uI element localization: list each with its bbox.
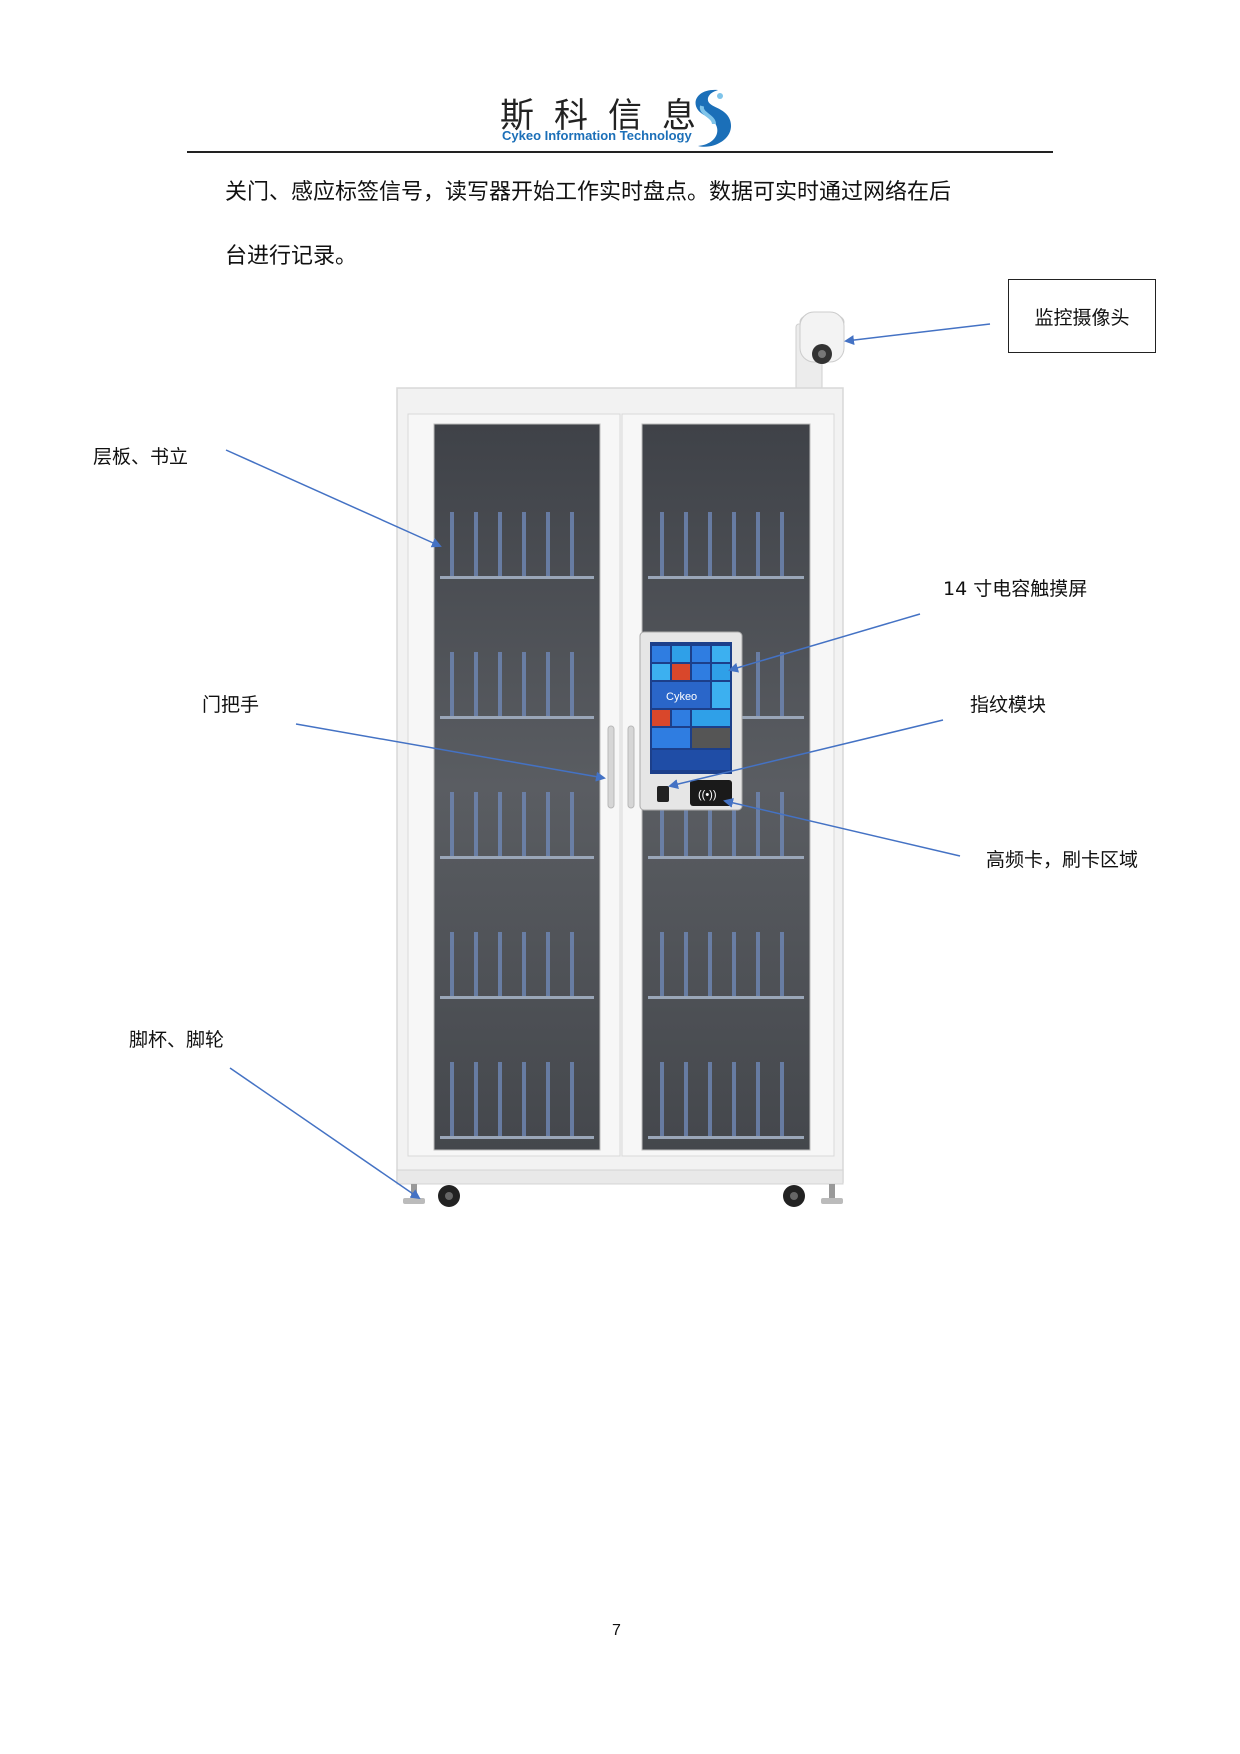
- card-callout-label: 高频卡，刷卡区域: [986, 849, 1139, 871]
- header-subtitle: Cykeo Information Technology: [502, 128, 692, 143]
- left-door-glass: [433, 423, 601, 1151]
- fingerprint-sensor-icon: [657, 786, 669, 802]
- camera-icon: [795, 311, 845, 393]
- caster-icon: [438, 1185, 805, 1207]
- screen-brand-text: Cykeo: [666, 691, 697, 703]
- touchscreen-callout-label: 14 寸电容触摸屏: [943, 578, 1088, 600]
- body-text-line-2: 台进行记录。: [225, 244, 358, 269]
- door-handle-right: [627, 725, 635, 809]
- touchscreen-panel: Cykeo ((•)): [639, 631, 743, 811]
- card-reader-icon: [690, 780, 732, 806]
- door-handle-left: [607, 725, 615, 809]
- page-number: 7: [612, 1622, 621, 1639]
- svg-text:((•)): ((•)): [698, 789, 717, 801]
- fingerprint-callout-label: 指纹模块: [970, 694, 1047, 716]
- shelf-callout-label: 层板、书立: [93, 446, 189, 468]
- handle-callout-label: 门把手: [202, 694, 260, 716]
- callout-arrows: [225, 323, 991, 1200]
- header-title: 斯科信息: [500, 96, 716, 136]
- cykeo-logo-icon: [695, 89, 732, 147]
- leveling-foot-icon: [403, 1184, 843, 1204]
- header-rule: [187, 151, 1053, 153]
- camera-callout-label: 监控摄像头: [1034, 306, 1130, 329]
- feet-callout-label: 脚杯、脚轮: [129, 1029, 225, 1051]
- left-shelves: [440, 512, 594, 1139]
- body-text-line-1: 关门、感应标签信号，读写器开始工作实时盘点。数据可实时通过网络在后: [225, 180, 952, 205]
- camera-callout-box: 监控摄像头: [1008, 279, 1156, 353]
